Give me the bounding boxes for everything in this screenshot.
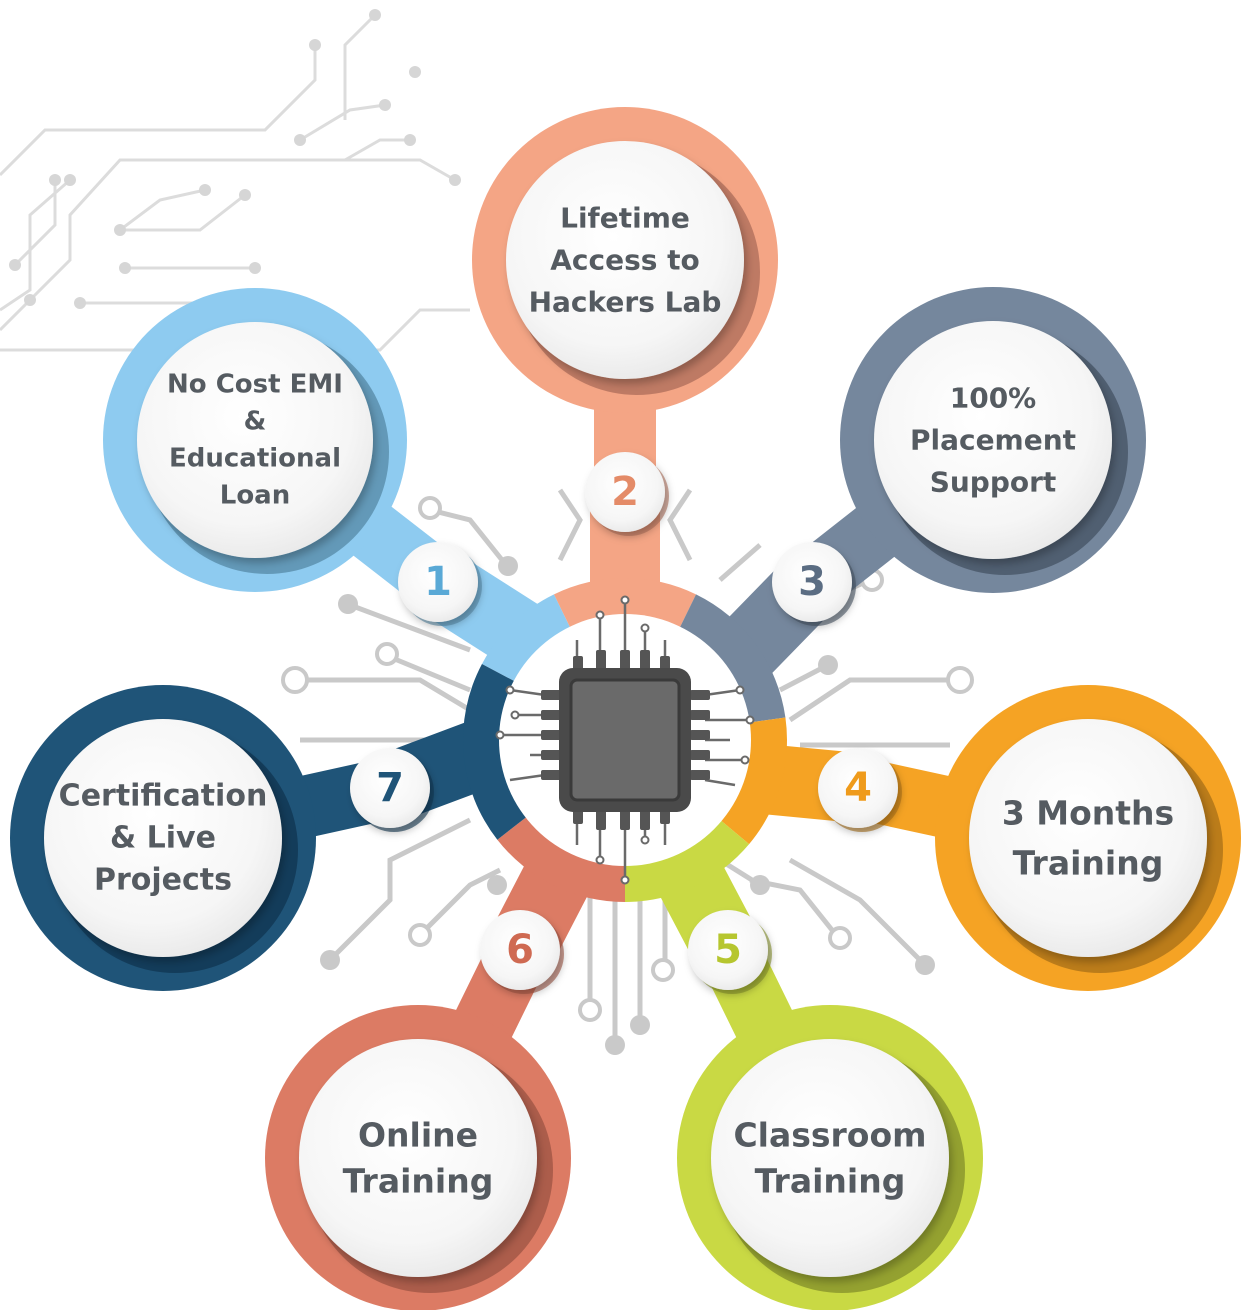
feature-6-line-1: Online	[358, 1116, 478, 1155]
bubble-face	[137, 322, 373, 558]
badge-face	[398, 542, 478, 622]
number-badge-4: 4	[818, 748, 902, 832]
badge-face	[585, 452, 665, 532]
badge-number-4: 4	[844, 765, 872, 811]
circuit-nodes-top	[9, 9, 461, 309]
feature-7-line-2: & Live	[110, 821, 216, 856]
feature-1-line-2: &	[244, 407, 267, 437]
feature-2-line-1: Lifetime	[560, 202, 690, 235]
feature-1-line-4: Loan	[220, 481, 290, 511]
badge-face	[688, 910, 768, 990]
feature-5-line-1: Classroom	[733, 1116, 926, 1155]
ring-segment-7	[462, 663, 528, 840]
feature-5-line-2: Training	[755, 1162, 906, 1201]
bubble-face	[969, 719, 1207, 957]
badge-number-1: 1	[424, 559, 452, 605]
feature-4-line-2: Training	[1013, 844, 1164, 883]
badge-number-6: 6	[506, 927, 534, 973]
badge-number-3: 3	[798, 559, 826, 605]
badge-face	[818, 748, 898, 828]
badge-face	[772, 542, 852, 622]
number-badge-5: 5	[688, 910, 772, 994]
number-badge-7: 7	[350, 748, 434, 832]
ring-segment-3	[679, 594, 786, 723]
ring-segment-5	[625, 819, 750, 902]
feature-4-line-1: 3 Months	[1002, 794, 1174, 833]
number-badge-6: 6	[480, 910, 564, 994]
feature-3-line-3: Support	[930, 466, 1057, 499]
feature-1-line-3: Educational	[169, 444, 341, 474]
number-badge-2: 2	[585, 452, 669, 536]
hub-ring	[462, 578, 787, 902]
feature-7-line-3: Projects	[94, 863, 232, 898]
bubble-face	[506, 141, 744, 379]
feature-3-line-2: Placement	[910, 424, 1076, 457]
hub-circuit-nodes	[281, 496, 974, 1055]
feature-3-line-1: 100%	[950, 382, 1037, 415]
badge-number-7: 7	[376, 765, 404, 811]
feature-6-line-2: Training	[343, 1162, 494, 1201]
microchip-icon	[495, 595, 755, 885]
badge-number-5: 5	[714, 927, 742, 973]
badge-face	[350, 748, 430, 828]
number-badge-1: 1	[398, 542, 482, 626]
bubble-face	[711, 1039, 949, 1277]
ring-segment-4	[719, 717, 787, 845]
number-badge-3: 3	[772, 542, 856, 626]
badge-face	[480, 910, 560, 990]
bubble-face	[299, 1039, 537, 1277]
badge-number-2: 2	[611, 469, 639, 515]
feature-2-line-3: Hackers Lab	[529, 286, 722, 319]
ring-segment-6	[497, 816, 625, 902]
number-badges: 1 2 3 4 5 6 7	[350, 452, 902, 994]
feature-7-line-1: Certification	[59, 779, 268, 814]
bubble-face	[44, 719, 282, 957]
feature-1-line-1: No Cost EMI	[167, 370, 343, 400]
ring-segment-1	[481, 594, 571, 682]
feature-2-line-2: Access to	[550, 244, 700, 277]
bubble-face	[874, 321, 1112, 559]
